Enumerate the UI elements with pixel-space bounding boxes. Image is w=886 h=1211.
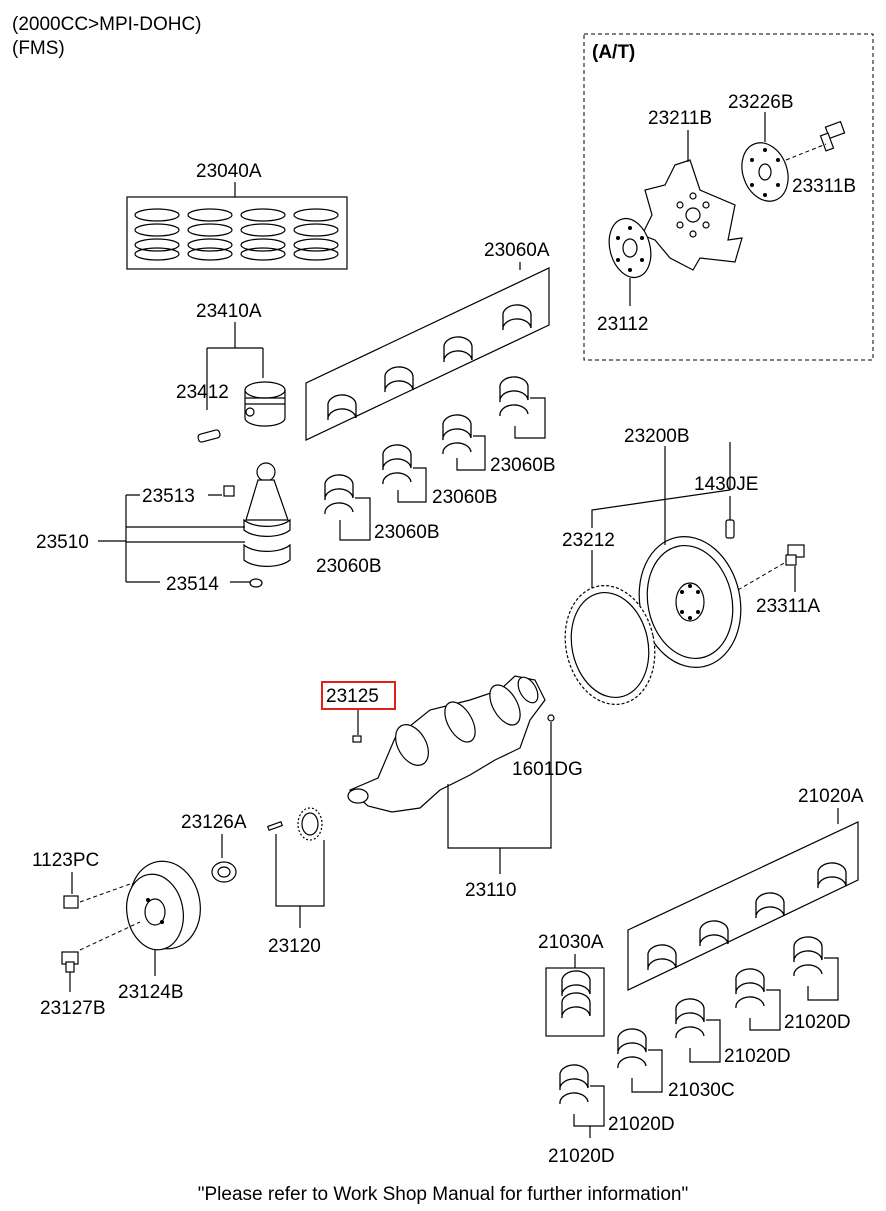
spacer-23126A[interactable] [211,861,237,883]
thrust-bearing-21030A [561,970,591,1019]
key-23125[interactable] [352,735,362,743]
crankshaft-23110[interactable] [347,674,546,813]
part-label-23211B: 23211B [648,108,712,129]
part-label-23311B: 23311B [792,176,856,197]
bolt-23311A[interactable] [785,544,805,566]
bearing-shells-upper [327,304,532,421]
pilot-bearing-1601DG[interactable] [547,714,555,722]
part-label-23060B-3: 23060B [374,522,440,543]
part-label-1123PC: 1123PC [32,850,99,871]
part-label-23060B-4: 23060B [316,556,382,577]
part-label-23124B: 23124B [118,982,184,1003]
piston-rings-box[interactable] [126,196,348,270]
part-label-23200B: 23200B [624,426,690,447]
part-label-23412: 23412 [176,382,229,403]
part-label-23410A: 23410A [196,301,262,322]
adapter-plate-23226B[interactable] [734,136,796,207]
at-inset-box [583,33,874,361]
part-label-23514: 23514 [166,574,219,595]
part-label-23060A: 23060A [484,240,550,261]
transmission-label: (FMS) [12,38,65,59]
part-label-1601DG: 1601DG [512,759,583,780]
footer-note: "Please refer to Work Shop Manual for fu… [198,1184,688,1205]
part-label-21030C: 21030C [668,1080,735,1101]
highlight-box-23125 [321,681,396,710]
part-label-23126A: 23126A [181,812,247,833]
bearing-shells-23060B[interactable] [324,376,529,515]
rod-nut-23514[interactable] [249,578,263,588]
part-label-21020D-3: 21020D [608,1114,675,1135]
part-label-23513: 23513 [142,486,195,507]
connecting-rod-23510[interactable] [243,462,291,568]
piston-pin-23412[interactable] [197,429,221,443]
part-label-23112: 23112 [597,314,648,335]
main-bearing-set-23060A[interactable] [305,267,550,441]
thrust-bearing-box-21030A[interactable] [545,967,605,1037]
part-label-21020D-4: 21020D [548,1146,615,1167]
rod-bolt-23513[interactable] [223,485,235,497]
flywheel-23200B[interactable] [627,527,752,677]
sprocket-23120[interactable] [266,807,323,841]
ring-gear-23212[interactable] [554,577,665,713]
part-label-23311A: 23311A [756,596,820,617]
part-label-23212: 23212 [562,530,615,551]
part-label-21020D-1: 21020D [784,1012,851,1033]
bearing-shells-lower [647,862,847,971]
part-label-21020A: 21020A [798,786,864,807]
part-label-23125[interactable]: 23125 [326,686,379,707]
piston-23410A[interactable] [244,381,286,427]
engine-spec-label: (2000CC>MPI-DOHC) [12,14,202,35]
plate-23112[interactable] [603,214,657,282]
part-label-1430JE: 1430JE [694,474,758,495]
part-label-23040A: 23040A [196,161,262,182]
piston-ring-set [134,208,339,261]
main-bearing-set-21020A[interactable] [627,821,859,991]
part-label-23226B: 23226B [728,92,794,113]
at-inset-title: (A/T) [592,42,635,63]
part-label-23110: 23110 [465,880,516,901]
part-label-23510: 23510 [36,532,89,553]
bolt-23311B[interactable] [819,120,846,152]
bolt-23127B[interactable] [61,951,79,973]
part-label-21030A: 21030A [538,932,604,953]
bolt-1123PC[interactable] [63,895,79,909]
part-label-23120: 23120 [268,936,321,957]
dowel-pin-1430JE[interactable] [725,519,735,539]
bearing-shells-21020D[interactable] [559,936,823,1105]
part-label-23060B-2: 23060B [432,487,498,508]
crank-pulley-23124B[interactable] [121,856,207,955]
drive-plate-23211B[interactable] [641,159,743,271]
part-label-23060B-1: 23060B [490,455,556,476]
part-label-21020D-2: 21020D [724,1046,791,1067]
part-label-23127B: 23127B [40,998,106,1019]
